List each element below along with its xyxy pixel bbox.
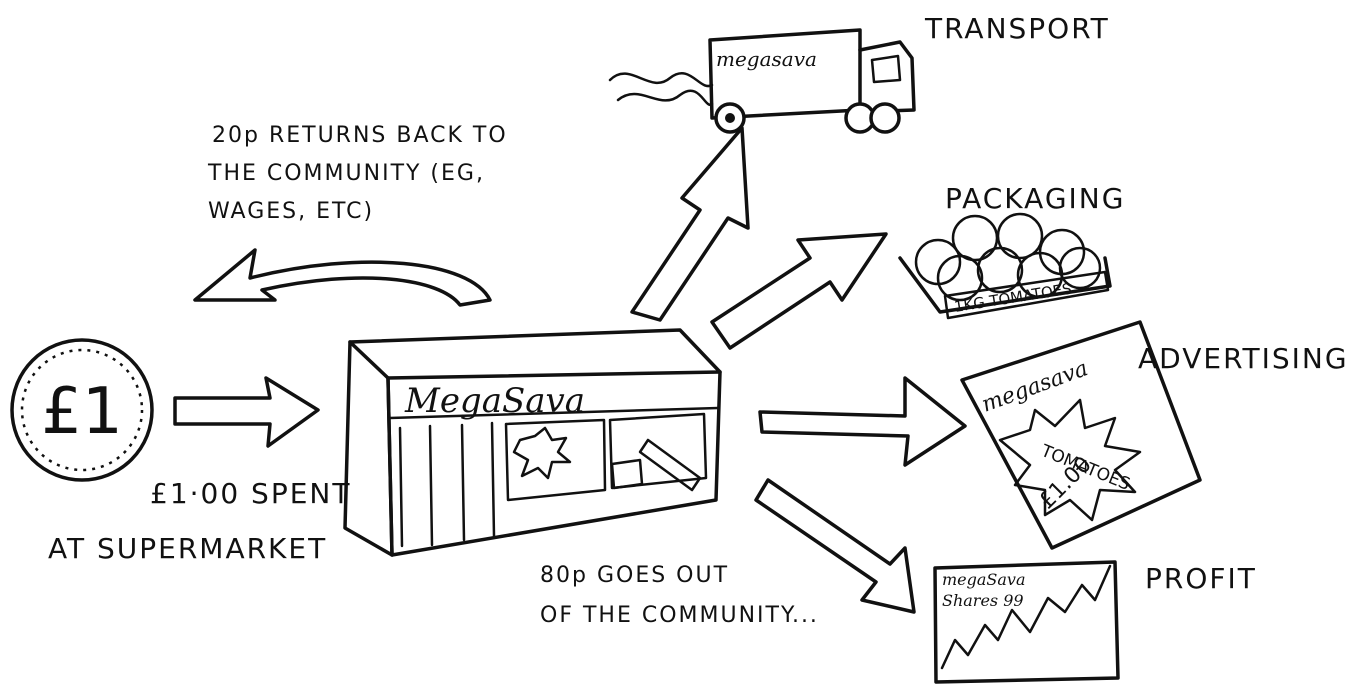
return-text-line3: WAGES, ETC) (208, 199, 374, 224)
supermarket-store-icon: MegaSava (345, 330, 720, 555)
delivery-truck-icon: megasava (610, 30, 914, 132)
truck-brand: megasava (716, 47, 817, 71)
arrow-return-to-community (195, 250, 490, 305)
return-text-line2: THE COMMUNITY (EG, (207, 161, 485, 186)
label-transport: TRANSPORT (924, 12, 1110, 45)
store-sign: MegaSava (404, 381, 585, 421)
shares-line2: Shares 99 (942, 591, 1024, 610)
arrow-to-profit (756, 480, 914, 612)
return-text-line1: 20p RETURNS BACK TO (212, 123, 508, 148)
arrow-coin-to-store (175, 378, 318, 446)
arrow-to-advertising (760, 378, 965, 465)
share-chart-icon: megaSava Shares 99 (935, 562, 1118, 682)
spent-label-line2: AT SUPERMARKET (48, 532, 327, 565)
out-text-line1: 80p GOES OUT (540, 563, 729, 588)
label-packaging: PACKAGING (945, 182, 1125, 215)
arrow-to-packaging (712, 234, 886, 348)
out-text-line2: OF THE COMMUNITY... (540, 603, 819, 628)
ad-brand: megasava (979, 356, 1092, 417)
spent-label-line1: £1·00 SPENT (150, 477, 351, 510)
pound-coin-icon: £1 (12, 340, 152, 480)
arrow-to-transport (632, 128, 748, 320)
label-advertising: ADVERTISING (1138, 342, 1349, 375)
coin-symbol: £1 (41, 375, 122, 449)
shares-line1: megaSava (942, 570, 1026, 589)
label-profit: PROFIT (1145, 562, 1257, 595)
tomato-tray-icon: 1KG TOMATOES (900, 214, 1110, 318)
